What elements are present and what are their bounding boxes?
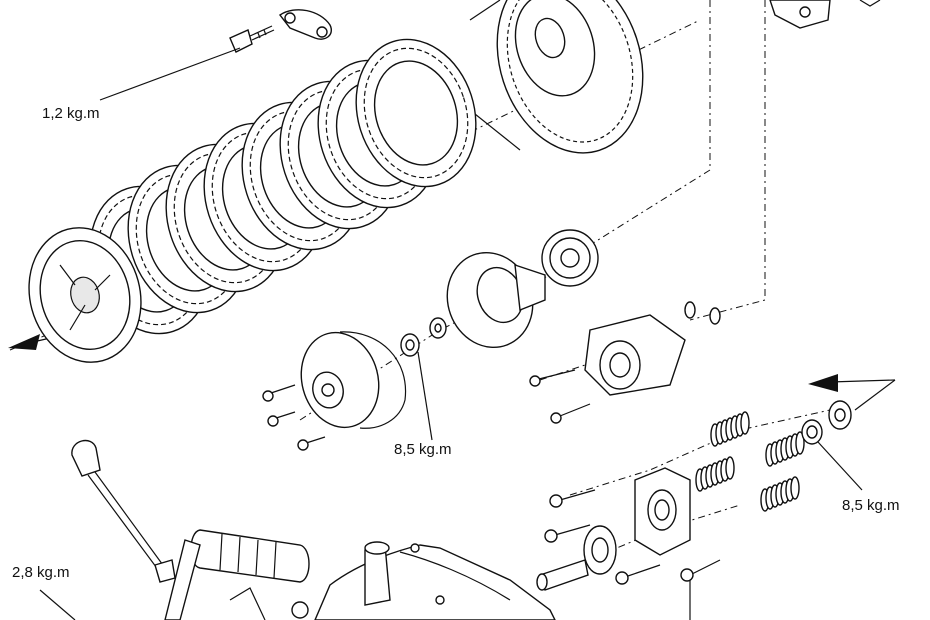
torque-label-nut-right: 8,5 kg.m — [842, 497, 900, 514]
torque-label-nut-center: 8,5 kg.m — [394, 441, 452, 458]
release-bearing — [536, 525, 617, 591]
release-housing — [529, 314, 686, 424]
clutch-housing — [469, 0, 644, 154]
primary-gear — [541, 229, 599, 287]
leader-line-nut-center — [417, 351, 433, 441]
clutch-hub — [446, 251, 546, 349]
pressure-plate — [28, 227, 142, 363]
torque-label-lever-left: 2,8 kg.m — [12, 564, 70, 581]
nut-right — [801, 400, 852, 445]
leader-line-bolt-top — [99, 47, 241, 101]
torque-label-bolt-top: 1,2 kg.m — [42, 105, 100, 122]
crankcase-cover — [314, 541, 556, 620]
lifter-bolts — [544, 489, 721, 585]
leader-line-nut-right — [817, 441, 863, 491]
kick-lever — [164, 529, 310, 620]
clutch-springs — [695, 411, 805, 512]
clutch-plates-stack — [89, 38, 477, 335]
leader-line-lever-left — [39, 589, 76, 620]
cover-screws — [262, 384, 326, 451]
lifter-plate — [634, 467, 691, 556]
direction-arrow-right — [808, 374, 896, 411]
adjuster-rod — [71, 439, 176, 583]
bolt-top — [229, 9, 332, 53]
release-cover — [300, 331, 407, 429]
nut-center — [400, 317, 447, 357]
case-cover-fragment — [769, 0, 881, 29]
o-rings — [684, 301, 721, 325]
